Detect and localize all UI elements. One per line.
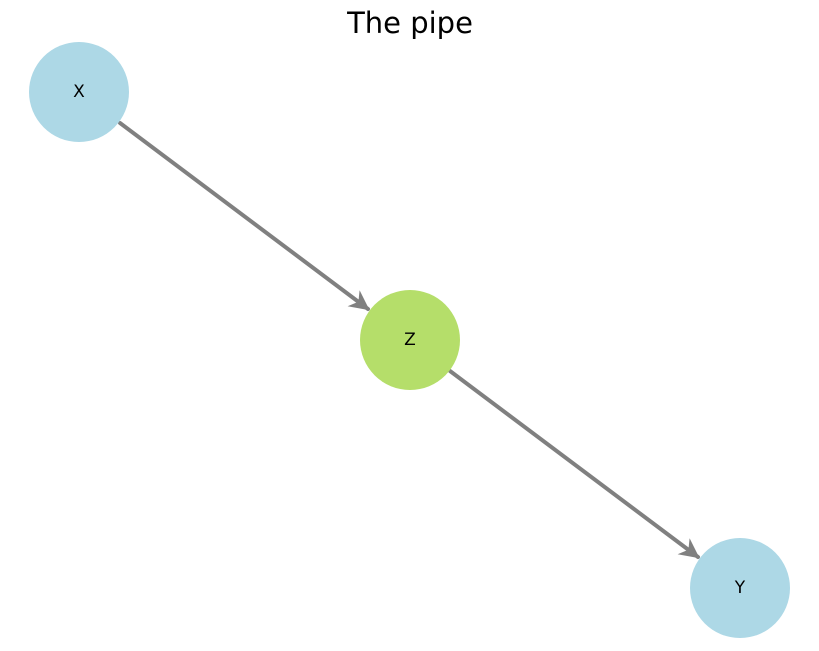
diagram-title: The pipe	[346, 6, 473, 40]
node-z-label: Z	[404, 330, 416, 350]
node-y: Y	[690, 538, 790, 638]
node-z-circle	[360, 290, 460, 390]
node-y-label: Y	[734, 578, 746, 598]
node-x-circle	[29, 42, 129, 142]
node-x-label: X	[73, 82, 85, 102]
node-y-circle	[690, 538, 790, 638]
edge-z-y	[448, 369, 700, 559]
edge-x-z	[118, 121, 370, 311]
node-z: Z	[360, 290, 460, 390]
node-x: X	[29, 42, 129, 142]
